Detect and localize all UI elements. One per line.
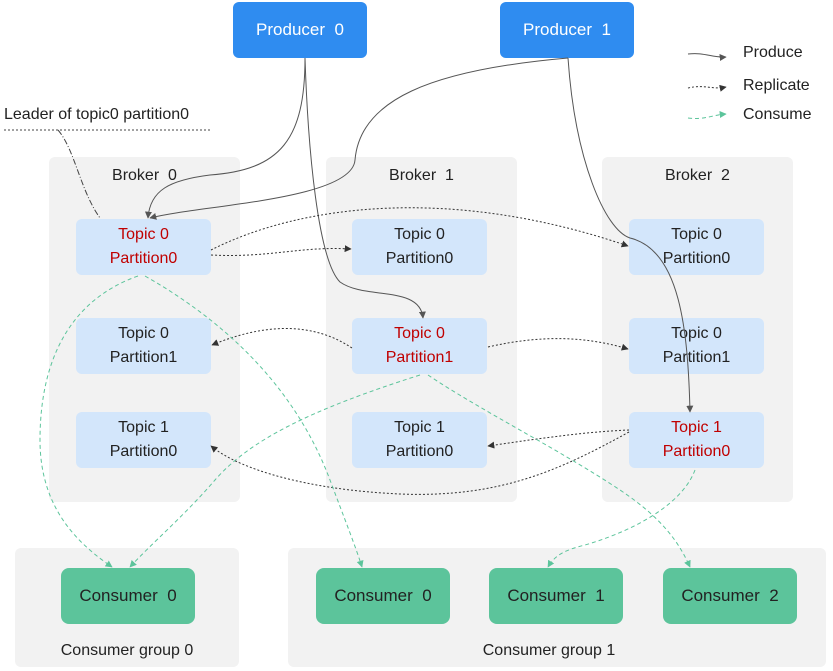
- replicate-b0-to-b2-t0p0: [210, 207, 629, 251]
- partition-name: Partition0: [662, 443, 731, 460]
- consume-b0-t0p0-to-g1c0: [144, 275, 364, 568]
- replicate-b2-to-b0-t1p0: [210, 431, 630, 495]
- broker-1-topic0-partition1: Topic 0 Partition1: [352, 318, 487, 374]
- legend-consume-line: [687, 110, 727, 119]
- broker-2-topic0-partition0: Topic 0 Partition0: [629, 219, 764, 275]
- leader-annotation: Leader of topic0 partition0: [4, 106, 190, 123]
- partition-name: Partition0: [385, 443, 454, 460]
- legend-replicate-label: Replicate: [743, 77, 810, 94]
- legend-replicate-line: [687, 84, 727, 92]
- produce-p0-to-b0-t0p0: [144, 57, 306, 219]
- broker-1-topic1-partition0: Topic 1 Partition0: [352, 412, 487, 468]
- partition-topic: Topic 1: [118, 419, 169, 436]
- broker-0-topic1-partition0: Topic 1 Partition0: [76, 412, 211, 468]
- partition-topic: Topic 0: [118, 226, 169, 243]
- annotation-leader: [57, 129, 101, 219]
- consume-b1-t0p1-to-g1c2: [427, 374, 691, 568]
- broker-2-topic1-partition0: Topic 1 Partition0: [629, 412, 764, 468]
- partition-name: Partition1: [385, 349, 454, 366]
- consume-b2-t1p0-to-g1c1: [547, 469, 696, 568]
- partition-name: Partition0: [662, 250, 731, 267]
- legend-produce-label: Produce: [743, 44, 803, 61]
- broker-0-topic0-partition1: Topic 0 Partition1: [76, 318, 211, 374]
- group-1-consumer-2: Consumer 2: [663, 568, 797, 624]
- legend-produce-line: [687, 53, 727, 61]
- broker-0-title: Broker 0: [112, 167, 177, 184]
- group-1-consumer-1: Consumer 1: [489, 568, 623, 624]
- consume-b1-t0p1-to-g0c0: [129, 374, 421, 568]
- produce-p0-to-b1-t0p1: [304, 57, 426, 319]
- produce-p1-to-b0-t0p0: [149, 57, 569, 220]
- broker-1-title: Broker 1: [389, 167, 454, 184]
- partition-topic: Topic 0: [394, 226, 445, 243]
- replicate-b1-to-b2-t0p1: [487, 338, 629, 351]
- produce-p1-to-b2-t1p0: [567, 57, 694, 413]
- partition-topic: Topic 0: [671, 226, 722, 243]
- consumer-group-1-label: Consumer group 1: [482, 642, 616, 659]
- broker-2-title: Broker 2: [665, 167, 730, 184]
- consume-b0-t0p0-to-g0c0: [39, 275, 139, 568]
- broker-1-topic0-partition0: Topic 0 Partition0: [352, 219, 487, 275]
- replicate-b0-to-b1-t0p0: [210, 245, 352, 256]
- partition-topic: Topic 0: [118, 325, 169, 342]
- broker-2-topic0-partition1: Topic 0 Partition1: [629, 318, 764, 374]
- broker-0-topic0-partition0: Topic 0 Partition0: [76, 219, 211, 275]
- producer-1: Producer 1: [500, 2, 634, 58]
- partition-name: Partition0: [109, 443, 178, 460]
- replicate-b1-to-b0-t0p1: [211, 328, 353, 349]
- partition-topic: Topic 0: [394, 325, 445, 342]
- group-1-consumer-0: Consumer 0: [316, 568, 450, 624]
- producer-0: Producer 0: [233, 2, 367, 58]
- partition-name: Partition1: [662, 349, 731, 366]
- partition-name: Partition0: [385, 250, 454, 267]
- partition-name: Partition0: [109, 250, 178, 267]
- partition-name: Partition1: [109, 349, 178, 366]
- partition-topic: Topic 1: [394, 419, 445, 436]
- group-0-consumer-0: Consumer 0: [61, 568, 195, 624]
- partition-topic: Topic 1: [671, 419, 722, 436]
- replicate-b2-to-b1-t1p0: [487, 429, 630, 449]
- legend-consume-label: Consume: [743, 106, 812, 123]
- consumer-group-0-label: Consumer group 0: [60, 642, 194, 659]
